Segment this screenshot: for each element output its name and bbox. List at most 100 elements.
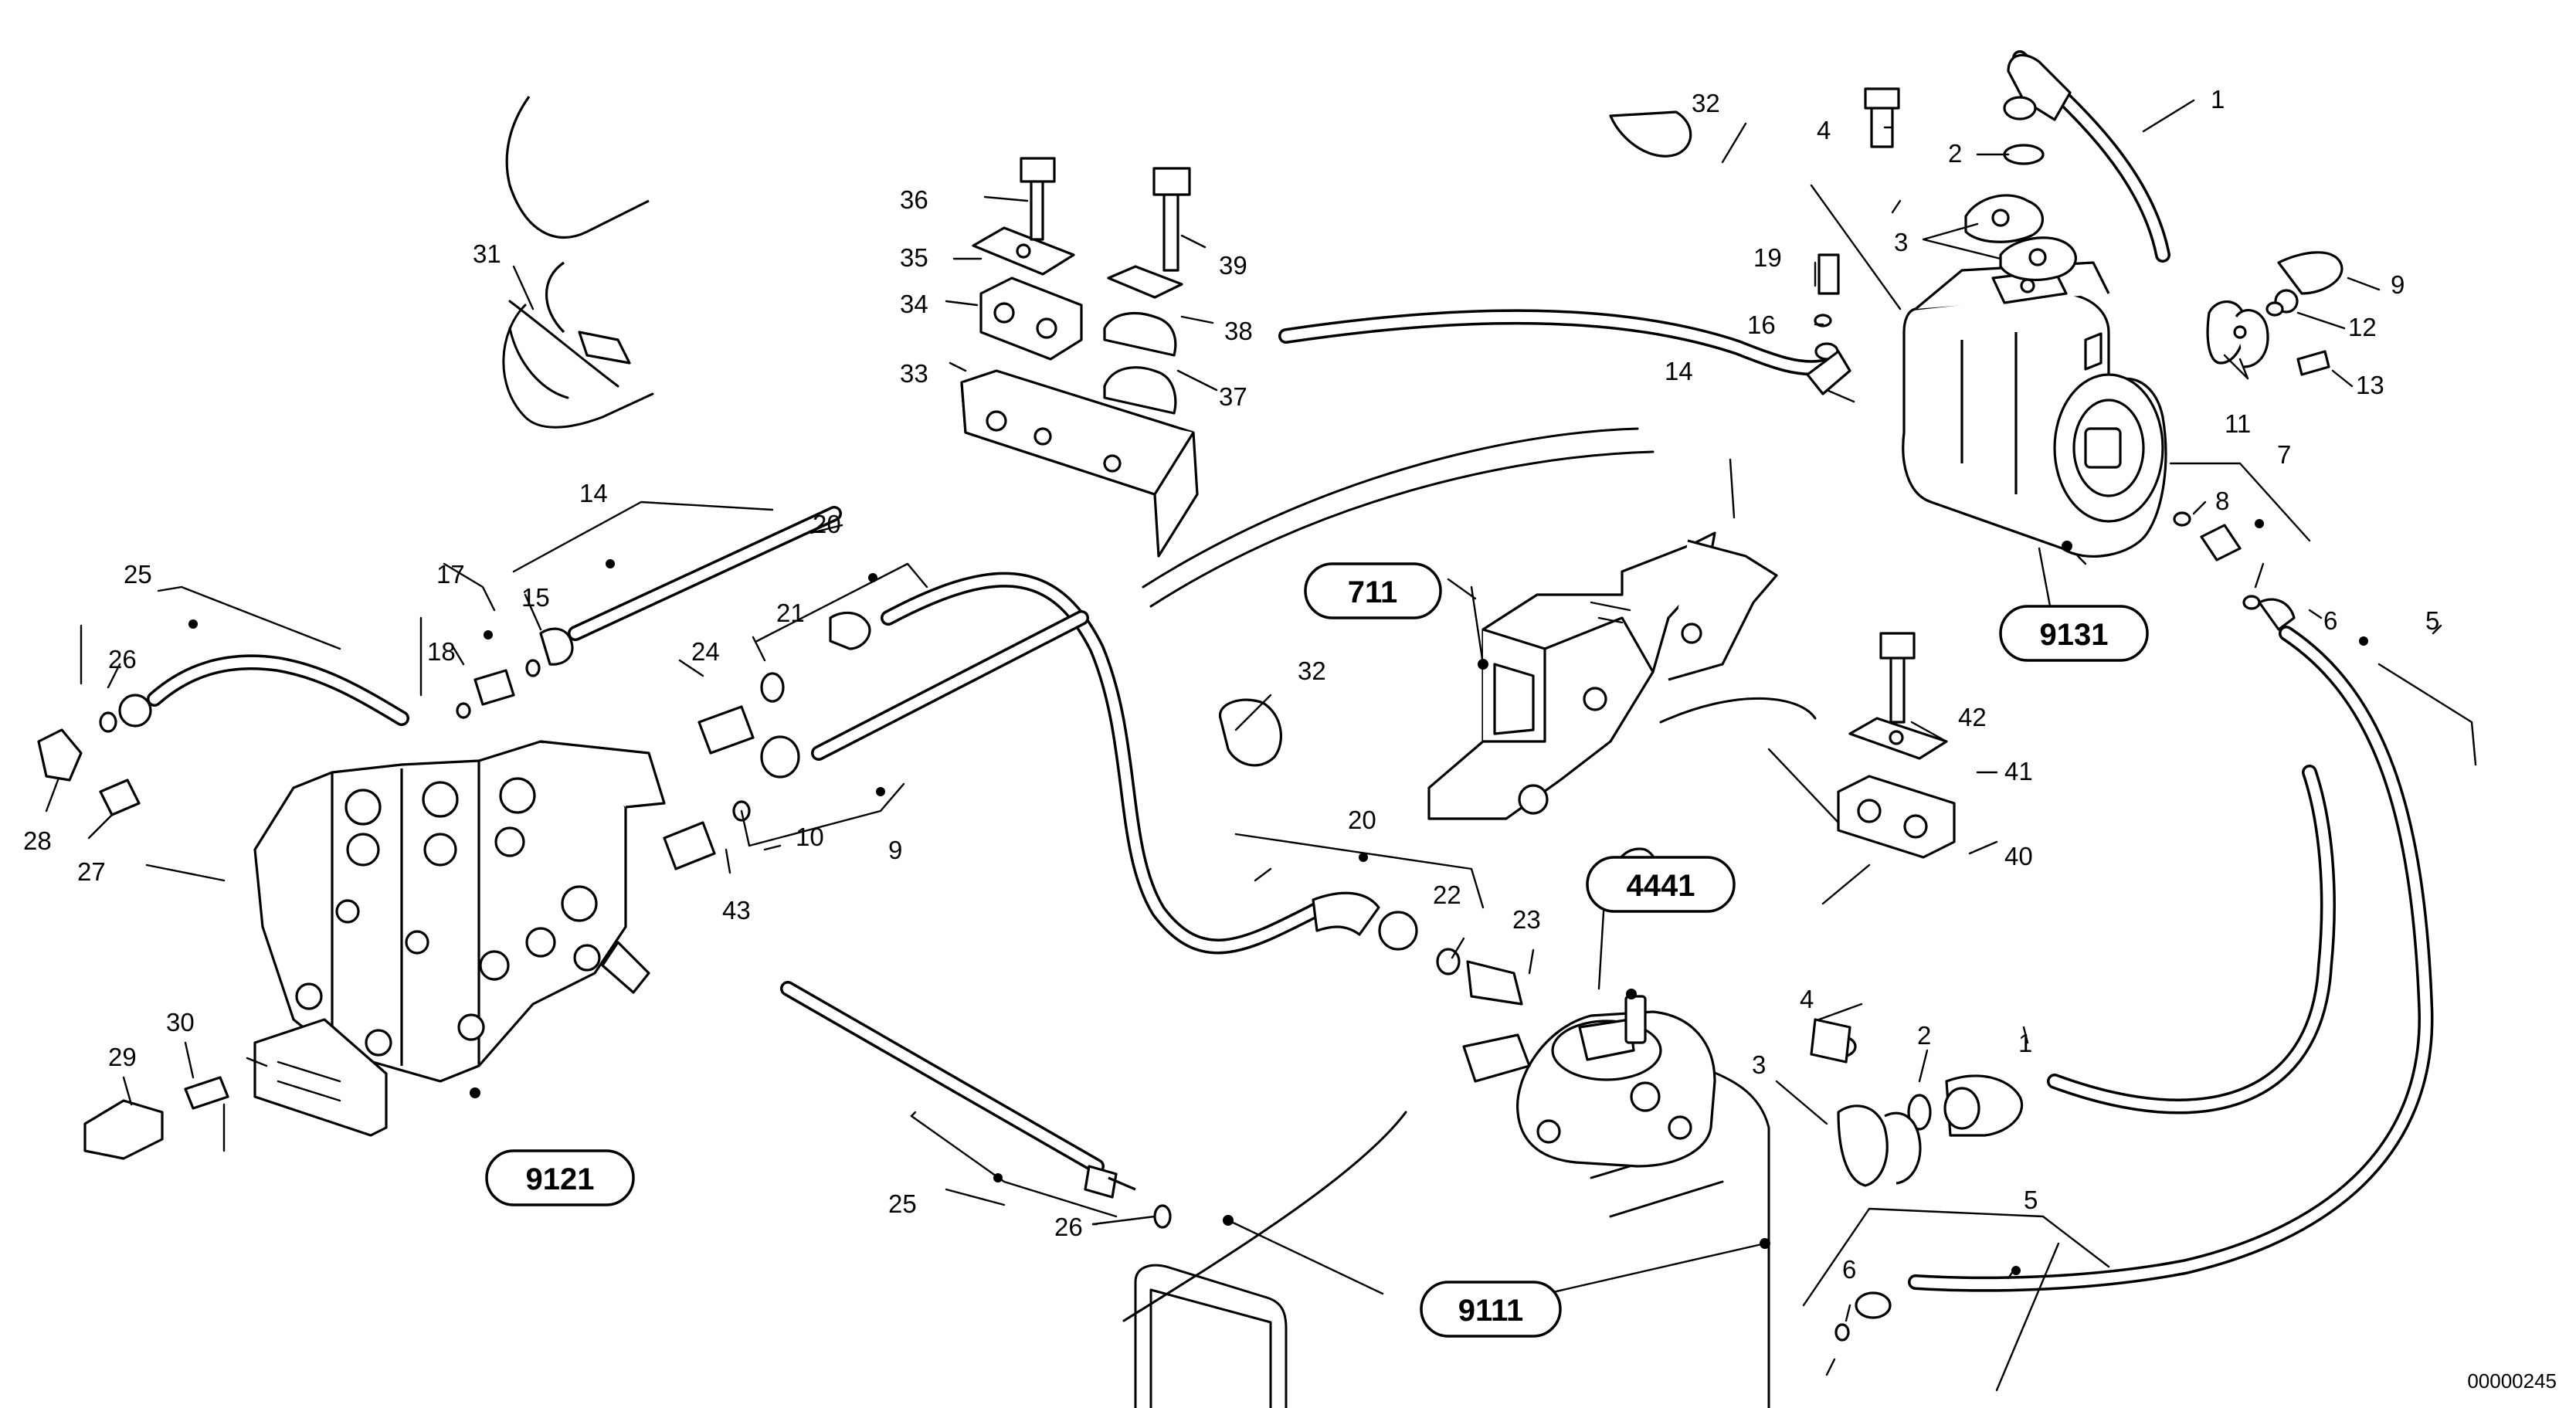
dot: [1626, 989, 1637, 999]
callout-38: 38: [1224, 317, 1253, 345]
clamp-assembly: [960, 157, 1199, 558]
callout-20: 20: [813, 510, 841, 538]
callout-19: 19: [1753, 243, 1782, 272]
callout-5: 5: [2425, 606, 2439, 635]
dot: [868, 573, 877, 582]
callout-18: 18: [427, 637, 456, 666]
hose-20-inner: [883, 575, 1334, 952]
hose-25-left-inner: [149, 657, 407, 724]
valve-block-9121: [253, 740, 666, 1137]
callout-25: 25: [124, 560, 152, 589]
callout-40: 40: [2004, 842, 2033, 870]
callout-9: 9: [2391, 270, 2405, 299]
callout-31: 31: [473, 239, 501, 268]
callout-7: 7: [2277, 440, 2291, 469]
strap-31: [502, 304, 654, 429]
assembly-label-9111: 9111: [1420, 1281, 1562, 1338]
frame-lines: [1122, 427, 1770, 1408]
callout-22: 22: [1433, 880, 1461, 909]
bracket-711: [1427, 531, 1817, 820]
callout-17: 17: [436, 560, 465, 589]
flange-11: [2206, 300, 2269, 368]
hose-1-lower: [2047, 765, 2336, 1115]
assembly-label-4441: 4441: [1586, 856, 1736, 913]
hose-25-bottom-inner: [782, 983, 1102, 1172]
hose-14-left-inner: [570, 508, 840, 639]
callout-35: 35: [900, 243, 928, 272]
dot: [993, 1173, 1003, 1182]
callout-11: 11: [2225, 409, 2251, 438]
dot: [2062, 541, 2072, 551]
callout-30: 30: [166, 1008, 195, 1036]
callout-16: 16: [1747, 310, 1776, 339]
callout-32: 32: [1298, 657, 1326, 685]
callout-43: 43: [722, 896, 751, 925]
hose-14-right-inner: [1281, 311, 1828, 373]
callout-8: 8: [2215, 487, 2229, 515]
callout-2: 2: [1917, 1021, 1931, 1050]
dot: [2255, 519, 2264, 528]
callout-9: 9: [888, 836, 902, 864]
callout-5: 5: [2024, 1186, 2038, 1214]
dot: [1223, 1215, 1234, 1226]
callout-3: 3: [1894, 228, 1908, 256]
callout-14: 14: [579, 479, 608, 507]
flange-3-top: [1964, 194, 2077, 282]
callout-21: 21: [776, 599, 805, 627]
hose-1-lower-inner: [2049, 767, 2333, 1111]
callout-13: 13: [2356, 371, 2384, 399]
callout-33: 33: [900, 359, 928, 388]
dot: [606, 559, 615, 568]
callout-12: 12: [2348, 313, 2377, 341]
dot: [484, 630, 493, 640]
dot: [2359, 636, 2368, 646]
callout-14: 14: [1665, 357, 1693, 385]
callout-3: 3: [1752, 1050, 1766, 1079]
callout-numbers: 1 1 2 2 3 3 4 4 5 5 6 6 7 8 9 9 10 11 12…: [23, 85, 2439, 1284]
assembly-label-9121-text: 9121: [526, 1162, 595, 1196]
callout-15: 15: [521, 583, 550, 612]
hose-5-right-inner: [1910, 628, 2431, 1290]
callout-2: 2: [1948, 139, 1962, 168]
assembly-label-9131: 9131: [1999, 605, 2149, 662]
callout-23: 23: [1512, 905, 1541, 934]
hoses: [147, 50, 2434, 1292]
clamp-40-42: [1837, 632, 1956, 859]
dot: [470, 1087, 480, 1098]
callout-28: 28: [23, 826, 52, 855]
callout-36: 36: [900, 185, 928, 214]
callout-34: 34: [900, 290, 928, 318]
dot: [1359, 853, 1368, 862]
callout-29: 29: [108, 1043, 137, 1071]
assembly-label-9111-text: 9111: [1458, 1294, 1524, 1328]
assembly-label-9131-text: 9131: [2040, 618, 2109, 652]
filter-head-4441: [1462, 995, 1716, 1168]
assembly-label-711-text: 711: [1348, 575, 1398, 609]
callout-20: 20: [1348, 806, 1376, 834]
callout-10: 10: [796, 823, 824, 851]
document-code: 00000245: [2467, 1369, 2557, 1393]
leader-lines: [45, 99, 2477, 1392]
assembly-label-9121: 9121: [485, 1149, 635, 1206]
callout-6: 6: [1842, 1255, 1856, 1284]
callout-26: 26: [108, 645, 137, 673]
callout-41: 41: [2004, 757, 2033, 785]
dot: [2011, 1266, 2021, 1275]
connection-dots: [188, 519, 2368, 1275]
callout-6: 6: [2323, 606, 2337, 635]
dot: [1760, 1238, 1770, 1249]
callout-1: 1: [2018, 1029, 2032, 1057]
callout-25: 25: [888, 1189, 917, 1218]
callout-24: 24: [691, 637, 720, 666]
dot: [1478, 659, 1488, 670]
callout-39: 39: [1219, 251, 1247, 280]
callout-37: 37: [1219, 382, 1247, 411]
dot: [188, 619, 198, 629]
assembly-label-711: 711: [1304, 562, 1442, 619]
assembly-label-4441-text: 4441: [1627, 869, 1695, 903]
hose-9-inner: [813, 612, 1087, 758]
callout-42: 42: [1958, 703, 1987, 731]
callout-27: 27: [77, 857, 106, 886]
